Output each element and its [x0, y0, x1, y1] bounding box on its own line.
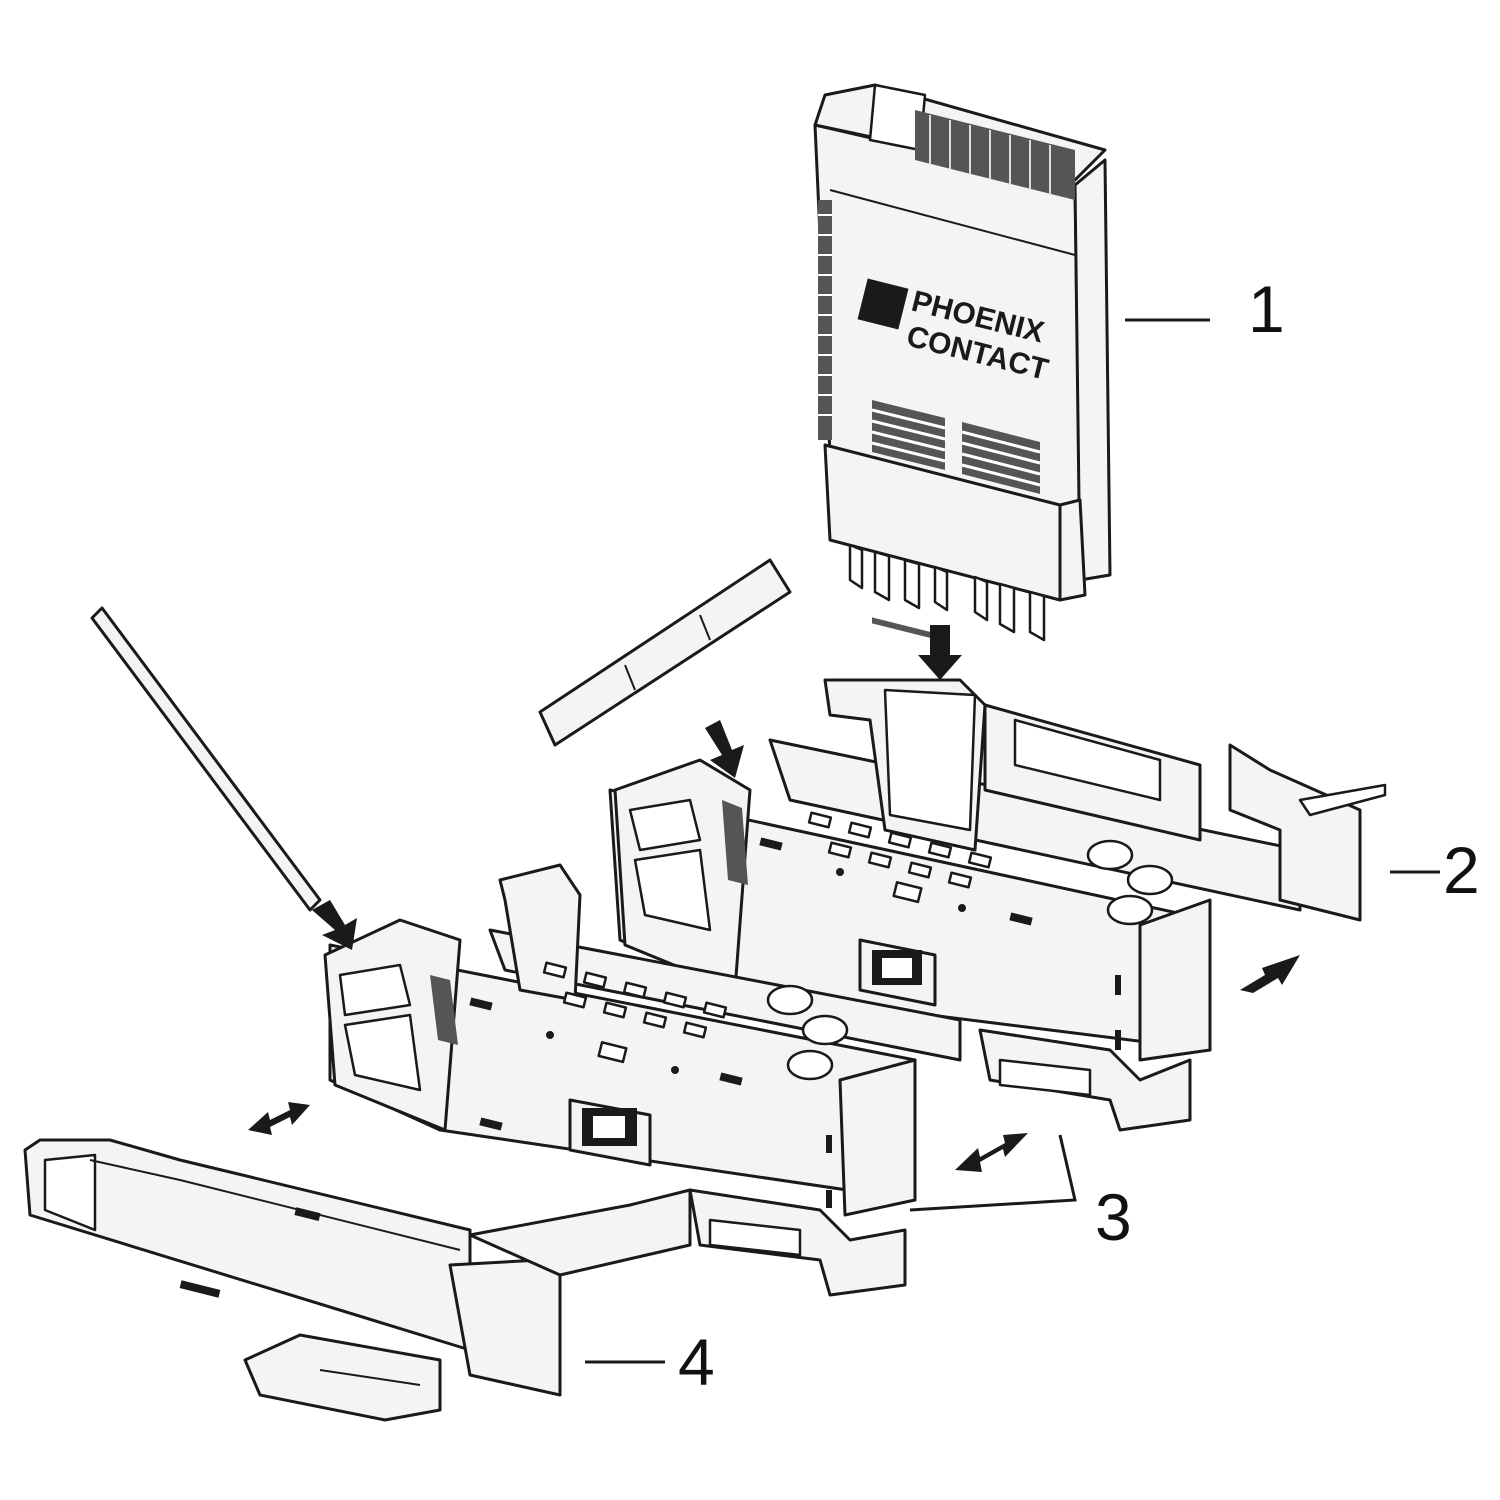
slide-arrow-center	[955, 1133, 1028, 1172]
release-tool	[90, 606, 322, 912]
base2-contact-row	[759, 811, 1033, 926]
marker-label-strip	[538, 558, 792, 747]
module-contact-pins	[848, 543, 1046, 642]
insert-arrow-base2	[705, 720, 744, 778]
end-plate-body	[23, 1138, 472, 1352]
base2-end-clamp	[1228, 743, 1362, 922]
module-front-vents	[872, 617, 942, 641]
callout-1: 1	[1248, 272, 1285, 346]
insert-arrow-module	[918, 625, 962, 680]
base2-right-end	[1138, 898, 1212, 1062]
base3-release-latch	[568, 1098, 652, 1167]
base-element-rear	[608, 678, 1387, 1132]
base3-right-end	[838, 1058, 917, 1217]
callout-3: 3	[1095, 1180, 1132, 1254]
module-side-vents	[818, 200, 832, 440]
module-top-grip	[915, 110, 1075, 200]
callout-leaders	[585, 318, 1440, 1364]
base2-spring-clamps	[1086, 839, 1174, 926]
end-clamp-block	[448, 1258, 562, 1397]
module-vent-grilles	[872, 400, 1040, 494]
base3-spring-clamps	[766, 984, 849, 1081]
slide-arrow-right	[1240, 955, 1300, 993]
leader-3	[909, 1134, 1077, 1212]
module-right-side	[1073, 158, 1112, 582]
end-plate	[23, 1138, 692, 1422]
base-element-front	[323, 863, 962, 1297]
insert-arrow-tool	[312, 900, 357, 950]
base2-release-latch	[858, 938, 937, 1007]
end-plate-foot	[243, 1333, 442, 1422]
direction-arrows	[248, 625, 1300, 1172]
slide-arrow-left	[248, 1102, 310, 1135]
base3-contact-row	[469, 961, 743, 1131]
electronics-module: PHOENIX CONTACT	[813, 83, 1112, 642]
callout-4: 4	[678, 1325, 715, 1399]
callout-2: 2	[1443, 833, 1480, 907]
